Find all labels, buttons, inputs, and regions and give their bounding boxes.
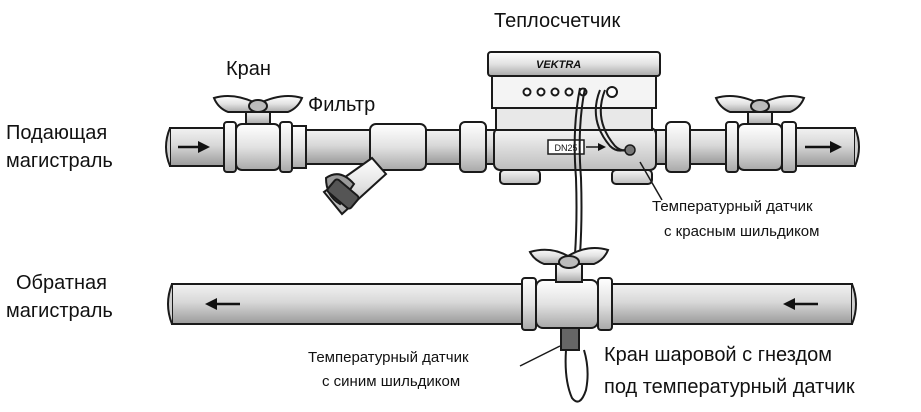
- return-ball-valve-with-sensor-socket: [521, 247, 613, 351]
- supply-flow-arrow-left: [178, 141, 210, 153]
- blue-sensor-label-2: с синим шильдиком: [322, 373, 461, 390]
- supply-line-label-1: Подающая: [6, 122, 108, 144]
- blue-sensor-leader: [519, 345, 561, 367]
- filter-label: Фильтр: [308, 94, 376, 116]
- supply-flow-arrow-right: [805, 141, 842, 153]
- return-line-label-1: Обратная: [16, 272, 107, 294]
- red-sensor-label-1: Температурный датчик: [652, 198, 813, 215]
- return-flow-arrow-left: [205, 298, 240, 310]
- heat-meter-label: Теплосчетчик: [494, 10, 621, 32]
- ball-valve-label-2: под температурный датчик: [604, 376, 855, 398]
- heat-meter-calculator: [487, 51, 661, 131]
- supply-pipe: [165, 127, 860, 167]
- dn-size-label: DN25: [554, 143, 577, 153]
- meter-inlet-union: [425, 121, 497, 173]
- red-sensor-head: [624, 144, 636, 156]
- y-strainer-filter: [322, 123, 427, 216]
- supply-ball-valve-right: [714, 95, 806, 173]
- red-sensor-leader: [639, 161, 663, 201]
- supply-ball-valve-left: [212, 95, 304, 173]
- blue-sensor-label-1: Температурный датчик: [308, 349, 469, 366]
- meter-outlet-union: [655, 121, 727, 173]
- return-flow-arrow-right: [783, 298, 818, 310]
- supply-connector: [291, 125, 371, 169]
- valve-label: Кран: [226, 58, 271, 80]
- blue-sensor-cable-loop: [564, 349, 589, 403]
- red-sensor-label-2: с красным шильдиком: [664, 223, 820, 240]
- return-line-label-2: магистраль: [6, 300, 113, 322]
- return-pipe: [167, 283, 857, 325]
- ball-valve-label-1: Кран шаровой с гнездом: [604, 344, 833, 366]
- supply-line-label-2: магистраль: [6, 150, 113, 172]
- brand-logo-text: VEKTRA: [536, 59, 581, 71]
